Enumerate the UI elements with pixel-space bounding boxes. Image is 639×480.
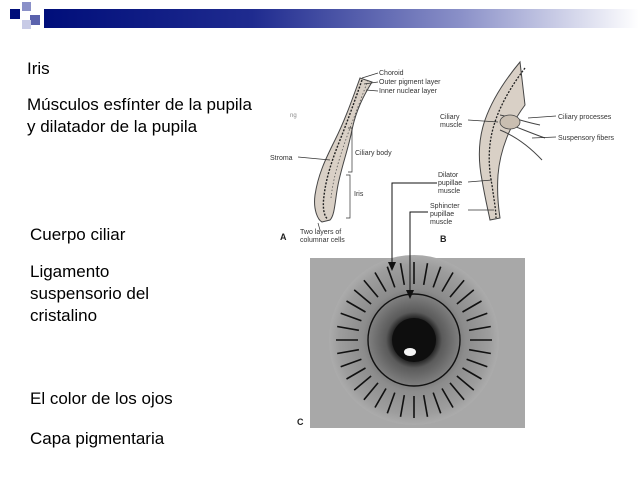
dilator-leader xyxy=(467,179,493,183)
dilator-radial-line xyxy=(363,382,379,401)
label-choroid: Choroid xyxy=(379,70,404,77)
dilator-radial-line xyxy=(468,348,491,355)
header-square-light xyxy=(22,2,31,11)
dilator-radial-line xyxy=(422,394,429,417)
label-outer-pigment: Outer pigment layer xyxy=(379,79,441,86)
label-stroma: Stroma xyxy=(270,155,293,162)
panel-b: Ciliary muscle Ciliary processes Suspens… xyxy=(430,60,615,244)
dilator-pointer xyxy=(391,182,437,266)
dilator-arrowhead xyxy=(388,262,396,271)
choroid-leader xyxy=(361,72,379,79)
slide-header xyxy=(0,0,639,40)
bullet-eye-color: El color de los ojos xyxy=(30,389,173,408)
label-iris: Iris xyxy=(354,191,364,198)
dilator-radial-line xyxy=(449,382,465,401)
label-two-layers-2: columnar cells xyxy=(300,237,345,244)
label-ciliary-body: Ciliary body xyxy=(355,150,392,157)
pupil-highlight xyxy=(404,348,416,356)
label-ciliary-muscle-1: Ciliary xyxy=(440,114,460,121)
inner-nuclear-leader xyxy=(365,89,379,92)
dilator-radial-line xyxy=(353,289,372,305)
label-small-mark: ng xyxy=(290,113,297,119)
dilator-radial-line xyxy=(363,279,379,298)
dilator-radial-line xyxy=(340,312,362,322)
header-square-mid xyxy=(30,15,40,25)
panel-a: Choroid Outer pigment layer Inner nuclea… xyxy=(270,70,441,244)
dilator-radial-line xyxy=(346,367,366,380)
dilator-radial-line xyxy=(432,392,442,414)
two-layers-leader xyxy=(317,222,321,231)
dilator-radial-line xyxy=(399,394,406,417)
label-suspensory-fibers: Suspensory fibers xyxy=(558,135,615,142)
dilator-radial-line xyxy=(441,272,454,292)
label-sphincter-3: muscle xyxy=(430,219,452,226)
panel-c-letter: C xyxy=(297,417,304,427)
dilator-radial-line xyxy=(441,388,454,408)
label-dilator-1: Dilator xyxy=(438,172,459,179)
dilator-radial-line xyxy=(337,325,360,332)
label-ciliary-muscle-2: muscle xyxy=(440,122,462,129)
ciliary-processes-leader xyxy=(527,115,557,119)
label-inner-nuclear: Inner nuclear layer xyxy=(379,88,438,95)
bullet-ciliary-body: Cuerpo ciliar xyxy=(30,225,126,244)
sphincter-arrowhead xyxy=(406,290,414,299)
dilator-radial-line xyxy=(346,300,366,313)
bullet-suspensory-ligament: Ligamento suspensorio del cristalino xyxy=(30,262,150,325)
sphincter-ring xyxy=(367,293,461,387)
dilator-radial-line xyxy=(353,375,372,391)
dilator-radial-line xyxy=(374,388,387,408)
outer-pigment-leader xyxy=(363,81,379,85)
dilator-radial-line xyxy=(337,348,360,355)
dilator-radial-line xyxy=(422,263,429,286)
header-square-dark xyxy=(10,9,20,19)
dilator-radial-line xyxy=(432,266,442,288)
panel-a-letter: A xyxy=(280,232,287,242)
suspensory-fibers-leader xyxy=(531,136,557,139)
ciliary-body-bracket xyxy=(348,127,353,173)
dilator-radial-line xyxy=(462,367,482,380)
dilator-radial-line xyxy=(340,358,362,368)
label-sphincter-1: Sphincter xyxy=(430,203,460,210)
ciliary-muscle-leader xyxy=(467,119,499,123)
dilator-radial-line xyxy=(399,263,406,286)
dilator-radial-line xyxy=(466,358,488,368)
dilator-radial-line xyxy=(456,289,475,305)
dilator-radial-line xyxy=(386,266,396,288)
stroma-leader xyxy=(297,156,331,161)
dilator-radial-line xyxy=(468,325,491,332)
dilator-radial-line xyxy=(449,279,465,298)
panel-c: C xyxy=(297,182,525,428)
dilator-radial-line xyxy=(374,272,387,292)
dilator-radial-line xyxy=(462,300,482,313)
dilator-radial-lines xyxy=(336,262,492,418)
header-bar xyxy=(44,9,639,28)
pupil xyxy=(392,318,436,362)
label-ciliary-processes: Ciliary processes xyxy=(558,114,612,121)
label-dilator-2: pupillae xyxy=(438,180,462,187)
header-square-white xyxy=(22,20,31,29)
panel-b-letter: B xyxy=(440,234,447,244)
bullet-muscles: Músculos esfínter de la pupila y dilatad… xyxy=(27,95,252,136)
label-dilator-3: muscle xyxy=(438,188,460,195)
label-two-layers-1: Two layers of xyxy=(300,229,341,236)
label-sphincter-2: pupillae xyxy=(430,211,454,218)
dilator-radial-line xyxy=(456,375,475,391)
sphincter-pointer xyxy=(409,211,428,294)
bullet-iris: Iris xyxy=(27,59,50,78)
dilator-radial-line xyxy=(386,392,396,414)
bullet-pigment-layer: Capa pigmentaria xyxy=(30,429,165,448)
dilator-radial-line xyxy=(466,312,488,322)
iris-bracket xyxy=(346,174,351,219)
